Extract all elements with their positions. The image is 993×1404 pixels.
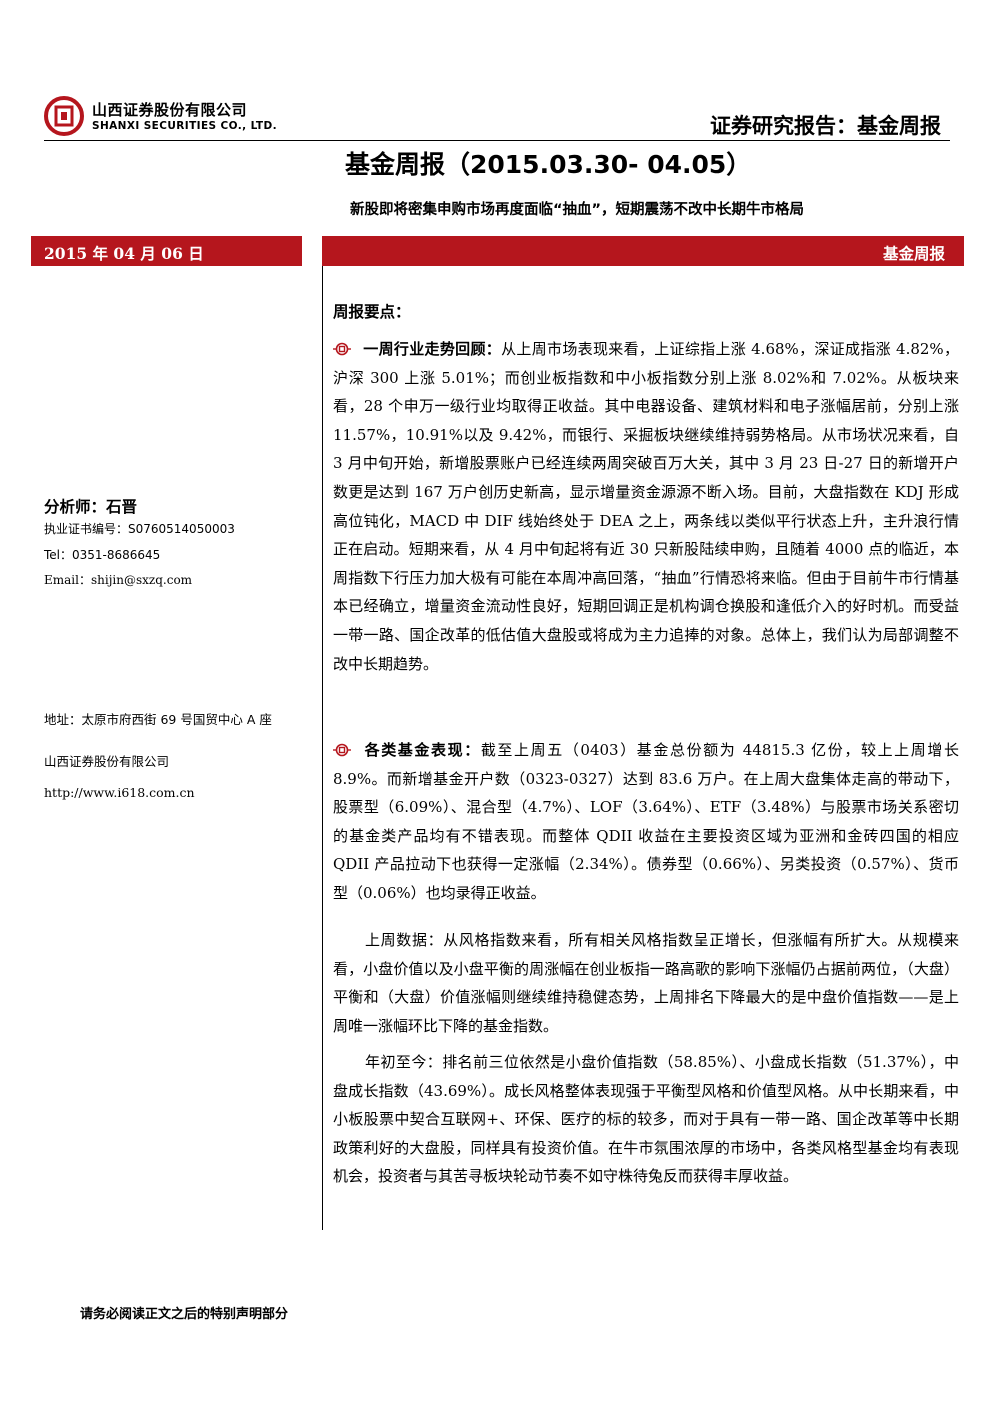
date-banner bbox=[31, 236, 302, 266]
key-points-heading: 周报要点： bbox=[333, 303, 411, 321]
paragraph-text: 从上周市场表现来看，上证综指上涨 4.68%，深证成指涨 4.82%，沪深 30… bbox=[333, 340, 959, 673]
email-address: Email：shijin@sxzq.com bbox=[44, 573, 193, 587]
company-logo-icon bbox=[44, 96, 84, 136]
page-title: 基金周报（2015.03.30- 04.05） bbox=[345, 150, 752, 179]
page-subtitle: 新股即将密集申购市场再度面临“抽血”，短期震荡不改中长期牛市格局 bbox=[350, 202, 805, 218]
last-week-data-paragraph: 上周数据：从风格指数来看，所有相关风格指数呈正增长，但涨幅有所扩大。从规模来看，… bbox=[333, 931, 959, 1035]
report-category: 基金周报 bbox=[882, 245, 945, 263]
analyst-name: 分析师：石晋 bbox=[44, 498, 138, 516]
footer-disclaimer: 请务必阅读正文之后的特别声明部分 bbox=[80, 1307, 289, 1322]
category-banner bbox=[322, 236, 964, 266]
paragraph-lead: 各类基金表现： bbox=[363, 741, 481, 759]
industry-review-paragraph: 一周行业走势回顾：从上周市场表现来看，上证综指上涨 4.68%，深证成指涨 4.… bbox=[333, 335, 959, 678]
company-name-cn: 山西证券股份有限公司 bbox=[92, 101, 248, 119]
sidebar-company-name: 山西证券股份有限公司 bbox=[44, 754, 170, 769]
paragraph-lead: 一周行业走势回顾： bbox=[363, 340, 502, 358]
company-name-en: SHANXI SECURITIES CO., LTD. bbox=[92, 120, 277, 132]
bullet-icon bbox=[333, 743, 351, 757]
website-link[interactable]: http://www.i618.com.cn bbox=[44, 785, 195, 800]
header-divider bbox=[44, 140, 950, 141]
fund-performance-paragraph: 各类基金表现：截至上周五（0403）基金总份额为 44815.3 亿份，较上上周… bbox=[333, 736, 959, 908]
column-divider bbox=[322, 266, 323, 1230]
year-to-date-paragraph: 年初至今：排名前三位依然是小盘价值指数（58.85%）、小盘成长指数（51.37… bbox=[333, 1053, 959, 1186]
bullet-icon bbox=[333, 342, 351, 356]
paragraph-text: 截至上周五（0403）基金总份额为 44815.3 亿份，较上上周增长 8.9%… bbox=[333, 741, 959, 902]
certificate-number: 执业证书编号：S0760514050003 bbox=[44, 522, 235, 536]
company-address: 地址：太原市府西街 69 号国贸中心 A 座 bbox=[44, 712, 272, 727]
telephone: Tel：0351-8686645 bbox=[44, 548, 161, 562]
report-date: 2015 年 04 月 06 日 bbox=[44, 244, 204, 263]
report-type-heading: 证券研究报告：基金周报 bbox=[710, 114, 941, 138]
